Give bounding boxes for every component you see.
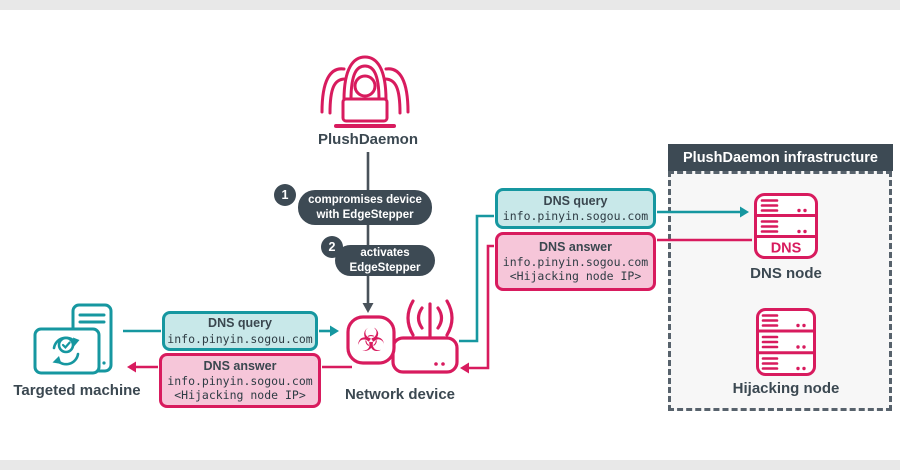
dns-answer-title: DNS answer xyxy=(539,239,612,254)
dns-query-box-right: DNS query info.pinyin.sogou.com xyxy=(495,188,656,229)
biohazard-glyph: ☣ xyxy=(357,321,386,359)
monitor-sync-icon xyxy=(33,303,113,375)
dns-answer-domain: info.pinyin.sogou.com xyxy=(167,374,313,389)
dns-query-title: DNS query xyxy=(208,316,272,331)
dns-query-arrow-box-to-device xyxy=(319,325,339,337)
dns-query-title: DNS query xyxy=(543,193,608,208)
step-2-line2: EdgeStepper xyxy=(349,261,421,274)
dns-node-label: DNS node xyxy=(750,265,822,282)
hacker-group-icon xyxy=(320,55,410,128)
attack-flow-arrow xyxy=(362,152,374,313)
infrastructure-header: PlushDaemon infrastructure xyxy=(668,144,893,171)
step-2-line1: activates xyxy=(360,247,410,260)
dns-answer-box-left: DNS answer info.pinyin.sogou.com <Hijack… xyxy=(159,353,321,408)
dns-answer-title: DNS answer xyxy=(203,358,277,373)
infrastructure-title: PlushDaemon infrastructure xyxy=(683,149,878,166)
dns-answer-payload: <Hijacking node IP> xyxy=(509,269,642,284)
dns-query-domain: info.pinyin.sogou.com xyxy=(502,209,649,224)
dns-server-badge: DNS xyxy=(771,241,802,257)
step-1-badge: 1 xyxy=(274,184,296,206)
biohazard-icon: ☣ xyxy=(346,315,396,365)
dns-server-icon: DNS xyxy=(754,193,818,259)
dns-query-domain: info.pinyin.sogou.com xyxy=(167,331,313,346)
dns-answer-domain: info.pinyin.sogou.com xyxy=(502,255,649,270)
router-icon: ☣ xyxy=(346,299,459,374)
network-device-label: Network device xyxy=(344,386,456,403)
top-gray-bar xyxy=(0,0,900,10)
dns-query-line-device-to-box xyxy=(459,214,494,343)
dns-query-box-left: DNS query info.pinyin.sogou.com xyxy=(162,311,318,351)
hijacking-server-icon xyxy=(756,308,816,376)
step-1-line2: with EdgeStepper xyxy=(316,208,414,221)
dns-answer-box-right: DNS answer info.pinyin.sogou.com <Hijack… xyxy=(495,232,656,291)
dns-answer-arrow-to-machine xyxy=(127,361,158,373)
dns-answer-arrow-to-device xyxy=(460,244,494,374)
attacker-label: PlushDaemon xyxy=(317,131,419,148)
hijacking-node-label: Hijacking node xyxy=(732,380,840,397)
targeted-machine-label: Targeted machine xyxy=(13,382,141,399)
step-1-line1: compromises device xyxy=(308,194,422,207)
dns-answer-payload: <Hijacking node IP> xyxy=(174,388,306,403)
step-1-pill: compromises device with EdgeStepper xyxy=(298,190,432,225)
wifi-icon xyxy=(406,299,454,337)
bottom-gray-bar xyxy=(0,460,900,470)
step-2-pill: activates EdgeStepper xyxy=(335,245,435,276)
